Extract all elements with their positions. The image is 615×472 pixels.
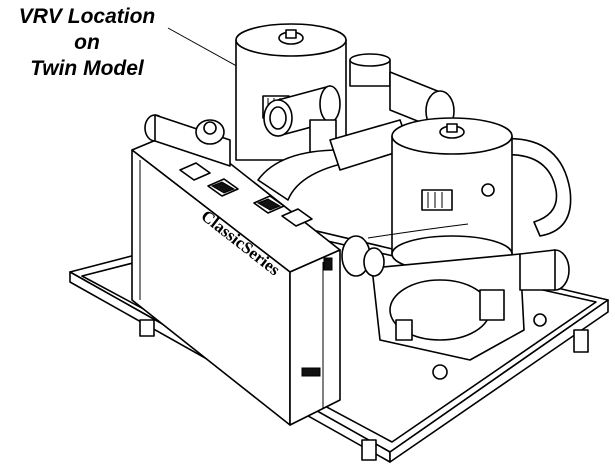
callout-line-3: Twin Model	[30, 57, 144, 80]
callout-line-1: VRV Location	[18, 5, 156, 28]
left-pipe	[144, 114, 231, 167]
side-fittings	[341, 235, 570, 291]
hose-left	[257, 119, 411, 201]
box-badge	[301, 367, 321, 377]
front-pump-head	[371, 253, 547, 380]
switch-row	[179, 162, 313, 227]
control-box	[131, 127, 341, 426]
hose-right	[489, 137, 572, 237]
callout-line-2: on	[74, 31, 100, 54]
vrv-callout-label: VRV Location on Twin Model	[2, 4, 172, 82]
indicator-light	[323, 257, 333, 271]
